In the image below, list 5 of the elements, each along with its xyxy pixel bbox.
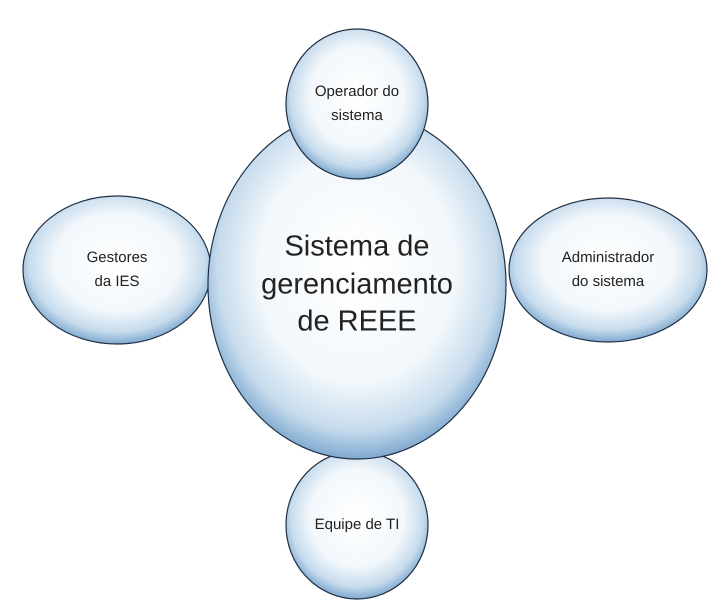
bubble-label: Equipe de TI	[314, 515, 400, 535]
bubble-label: Sistema de gerenciamento de REEE	[260, 229, 454, 340]
bubble-label: Operador do sistema	[314, 82, 400, 126]
bubble-label: Administrador do sistema	[560, 248, 656, 292]
bubble-label: Gestores da IES	[86, 248, 148, 292]
